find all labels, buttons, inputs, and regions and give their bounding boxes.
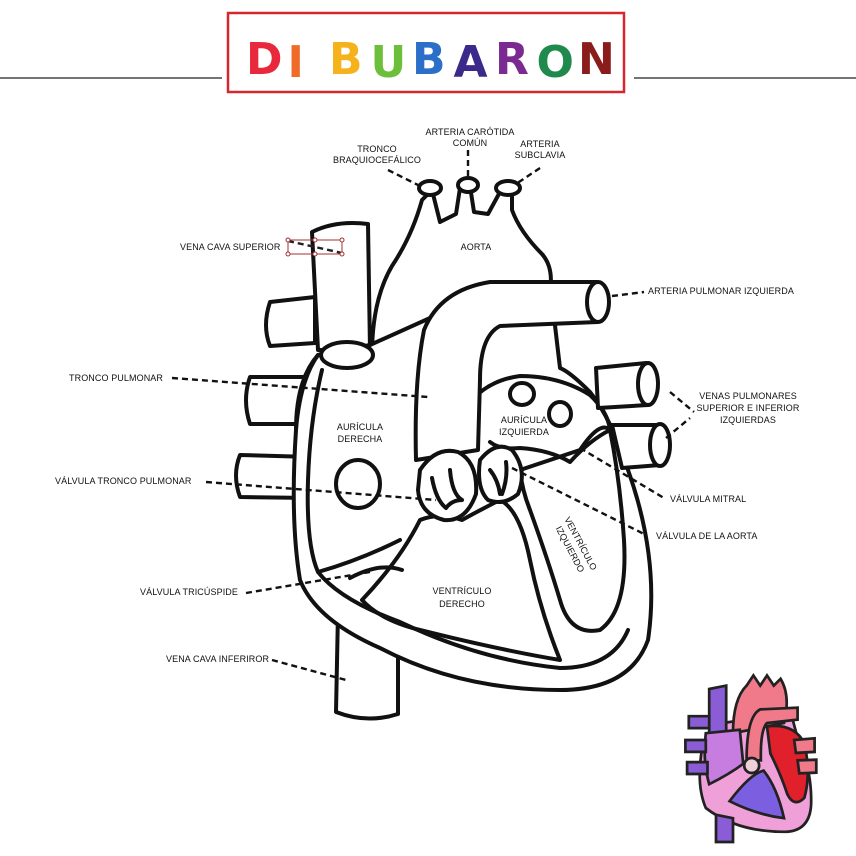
- logo-letter: D: [246, 34, 283, 85]
- label-tronco-braquio-2: BRAQUIOCEFÁLICO: [333, 155, 421, 165]
- label-carotida-1: ARTERIA CARÓTIDA: [426, 127, 515, 137]
- subclavian-cap: [494, 179, 522, 197]
- superior-vena-cava: [310, 221, 372, 352]
- pulmonary-vein-opening-2: [547, 400, 573, 428]
- left-pulmonary-vein-lower-cap: [648, 422, 672, 468]
- label-auricula-izq-2: IZQUIERDA: [499, 427, 549, 437]
- logo-letter: B: [412, 34, 446, 85]
- label-valvula-mitral: VÁLVULA MITRAL: [670, 494, 746, 504]
- inner-wall-bottom: [316, 570, 630, 670]
- label-carotida-2: COMÚN: [453, 138, 488, 148]
- selection-handles: [285, 237, 345, 257]
- label-subclavia-1: ARTERIA: [520, 139, 560, 149]
- label-venas-pulm-1: VENAS PULMONARES: [699, 391, 797, 401]
- logo-letter: O: [537, 37, 574, 88]
- brachiocephalic-cap: [417, 179, 443, 197]
- label-auricula-der-1: AURÍCULA: [337, 422, 383, 432]
- logo-letter: N: [578, 34, 615, 85]
- logo-frame: [226, 11, 626, 94]
- pulmonary-trunk: [413, 280, 600, 462]
- left-atrium-wall: [470, 374, 612, 464]
- aortic-valve-cusps: [488, 460, 509, 496]
- ivc-opening: [334, 458, 382, 510]
- label-venas-pulm-2: SUPERIOR E INFERIOR: [697, 403, 800, 413]
- left-pulmonary-artery-cap: [585, 280, 611, 324]
- thumb-right-vessels: [792, 736, 818, 775]
- thumb-pulmonary-trunk: [745, 706, 799, 762]
- label-ventriculo-der-1: VENTRÍCULO: [432, 586, 491, 596]
- label-venas-pulm-3: IZQUIERDAS: [720, 415, 776, 425]
- label-aorta: AORTA: [461, 242, 492, 252]
- colored-heart-thumbnail: [684, 672, 818, 844]
- logo-letter: R: [495, 34, 529, 85]
- pulmonary-vein-opening-1: [508, 381, 536, 407]
- left-ventricle-wall: [518, 425, 627, 633]
- label-arteria-pulmonar-izq: ARTERIA PULMONAR IZQUIERDA: [648, 286, 794, 296]
- label-valvula-aorta: VÁLVULA DE LA AORTA: [656, 531, 757, 541]
- label-vena-cava-superior: VENA CAVA SUPERIOR: [180, 242, 281, 252]
- thumb-ivc: [714, 813, 735, 844]
- pulmonary-valve-cusps: [430, 468, 464, 510]
- aortic-valve: [477, 444, 524, 504]
- logo-letter: B: [329, 34, 363, 85]
- inner-wall-left: [305, 368, 402, 574]
- left-pulmonary-vein-upper-cap: [636, 361, 660, 407]
- label-tronco-pulmonar: TRONCO PULMONAR: [69, 373, 163, 383]
- label-tronco-braquio-1: TRONCO: [357, 144, 397, 154]
- right-pulmonary-tube-top: [264, 295, 317, 348]
- label-auricula-der-2: DERECHA: [338, 434, 383, 444]
- pulmonary-valve: [416, 448, 479, 523]
- heart-illustration: [234, 176, 672, 721]
- label-subclavia-2: SUBCLAVIA: [515, 150, 566, 160]
- label-vena-cava-inferior: VENA CAVA INFERIROR: [166, 654, 269, 664]
- carotid-cap: [456, 176, 480, 194]
- logo-letter: I: [288, 37, 304, 88]
- logo-letter: A: [454, 37, 488, 88]
- label-valvula-tronco: VÁLVULA TRONCO PULMONAR: [55, 476, 192, 486]
- thumb-valve: [742, 756, 761, 775]
- thumb-right-ventricle: [727, 769, 786, 820]
- right-ventricle-wall: [360, 498, 562, 662]
- thumb-left-vessels: [684, 714, 711, 776]
- label-valvula-tricuspide: VÁLVULA TRICÚSPIDE: [140, 587, 238, 597]
- svc-top-cap: [319, 340, 375, 370]
- logo-letter: U: [371, 37, 407, 88]
- label-ventriculo-der-2: DERECHO: [439, 599, 485, 609]
- leader-lines: [171, 150, 695, 682]
- right-atrium-wall: [294, 353, 320, 432]
- label-auricula-izq-1: AURÍCULA: [501, 415, 547, 425]
